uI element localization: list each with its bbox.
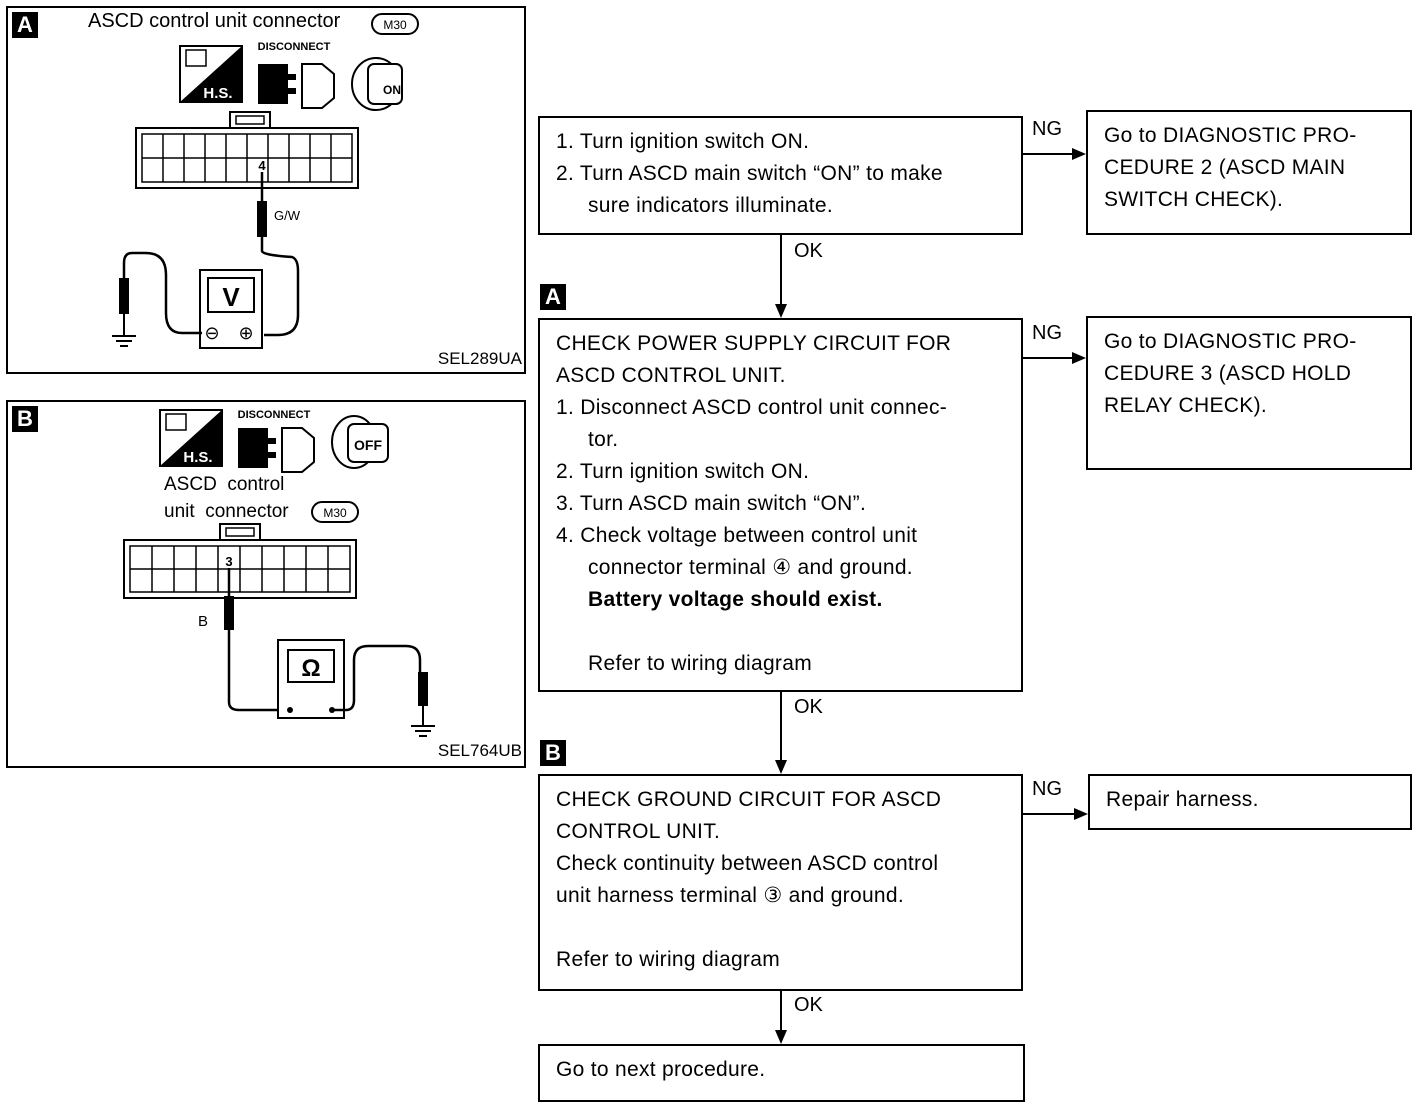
step-3-line-1: CHECK GROUND CIRCUIT FOR ASCD: [556, 788, 942, 811]
ohmmeter-icon: [277, 639, 345, 719]
ground-icon: [411, 725, 435, 737]
ng-label-3: NG: [1032, 778, 1062, 800]
arrow-down-icon: [775, 760, 787, 774]
connector-badge-text: M30: [323, 506, 347, 520]
step-2-line-4: tor.: [588, 428, 619, 451]
arrow-down-icon: [775, 304, 787, 318]
step-3-line-4: unit harness terminal ③ and ground.: [556, 884, 905, 907]
panel-b-title-line2: unit connector: [164, 501, 289, 522]
ng-result-2-line-1: Go to DIAGNOSTIC PRO-: [1104, 330, 1357, 353]
terminal-label: 4: [258, 158, 266, 173]
negative-terminal: ⊖: [204, 323, 219, 343]
key-label: ON: [383, 83, 401, 97]
hs-label: H.S.: [183, 449, 212, 466]
step-3-line-2: CONTROL UNIT.: [556, 820, 721, 843]
probe-icon: [224, 596, 234, 630]
flow-tag-a: A: [540, 284, 566, 310]
connector-icon: [135, 111, 359, 189]
step-1-line-2: 2. Turn ASCD main switch “ON” to make: [556, 162, 943, 185]
disconnect-label: DISCONNECT: [238, 409, 311, 421]
panel-b-title-line1: ASCD control: [164, 474, 284, 495]
panel-b-tag: B: [12, 406, 38, 432]
ng-label-2: NG: [1032, 322, 1062, 344]
hs-label: H.S.: [203, 85, 232, 102]
ng-label-1: NG: [1032, 118, 1062, 140]
step-1-line-3: sure indicators illuminate.: [588, 194, 834, 217]
ground-probe-icon: [418, 672, 428, 706]
step-2-line-8: connector terminal ④ and ground.: [588, 556, 913, 579]
step-2-line-2: ASCD CONTROL UNIT.: [556, 364, 786, 387]
flow-tag-b: B: [540, 740, 566, 766]
step-2-line-1: CHECK POWER SUPPLY CIRCUIT FOR: [556, 332, 952, 355]
panel-a-title: ASCD control unit connector: [88, 10, 341, 32]
step-2-line-3: 1. Disconnect ASCD control unit connec-: [556, 396, 948, 419]
step-2-box: CHECK POWER SUPPLY CIRCUIT FOR ASCD CONT…: [538, 318, 1023, 692]
arrow-right-icon: [1074, 808, 1088, 820]
step-2-line-11: Refer to wiring diagram: [588, 652, 812, 675]
ng-result-3-box: Repair harness.: [1088, 774, 1412, 830]
ground-probe-icon: [119, 278, 129, 314]
panel-a-tag: A: [12, 12, 38, 38]
step-3-line-3: Check continuity between ASCD control: [556, 852, 939, 875]
ok-label-2: OK: [794, 696, 823, 718]
connector-badge-text: M30: [383, 18, 407, 32]
ref-code: SEL764UB: [438, 741, 522, 760]
step-3-box: CHECK GROUND CIRCUIT FOR ASCD CONTROL UN…: [538, 774, 1023, 991]
step-2-line-10: [556, 616, 1005, 648]
step-1-box: 1. Turn ignition switch ON. 2. Turn ASCD…: [538, 116, 1023, 235]
ng-result-1-line-3: SWITCH CHECK).: [1104, 188, 1284, 211]
ohmmeter-symbol: Ω: [301, 655, 320, 682]
ng-result-1-line-1: Go to DIAGNOSTIC PRO-: [1104, 124, 1357, 147]
step-2-line-6: 3. Turn ASCD main switch “ON”.: [556, 492, 867, 515]
arrow-right-icon: [1072, 148, 1086, 160]
arrow-down-icon: [775, 1030, 787, 1044]
panel-a-diagram: M30 H.S. DISCONNECT ON 4 G/W: [112, 13, 523, 368]
step-1-line-1: 1. Turn ignition switch ON.: [556, 130, 810, 153]
hs-icon: [179, 45, 243, 103]
connector-badge-icon: [311, 501, 359, 523]
key-label: OFF: [354, 437, 382, 453]
arrow-right-icon: [1072, 352, 1086, 364]
panel-a-figure: A ASCD control unit connector M30 H.S. D…: [6, 6, 526, 374]
final-step-box: Go to next procedure.: [538, 1044, 1025, 1102]
ng-result-1-line-2: CEDURE 2 (ASCD MAIN: [1104, 156, 1346, 179]
step-3-line-5: [556, 912, 1005, 944]
step-2-line-5: 2. Turn ignition switch ON.: [556, 460, 810, 483]
voltmeter-symbol: V: [222, 282, 240, 312]
final-step-text: Go to next procedure.: [556, 1058, 766, 1081]
wire-color-label: B: [198, 613, 208, 630]
ng-result-3-line-1: Repair harness.: [1106, 788, 1259, 811]
voltmeter-icon: [199, 269, 263, 349]
probe-icon: [257, 201, 267, 237]
step-3-line-6: Refer to wiring diagram: [556, 948, 780, 971]
ng-result-2-line-2: CEDURE 3 (ASCD HOLD: [1104, 362, 1352, 385]
step-2-line-7: 4. Check voltage between control unit: [556, 524, 918, 547]
ok-label-3: OK: [794, 994, 823, 1016]
wire-color-label: G/W: [274, 208, 301, 223]
panel-b-diagram: H.S. DISCONNECT OFF ASCD control unit co…: [123, 409, 522, 760]
hs-icon: [159, 409, 223, 467]
connector-icon: [123, 523, 357, 599]
step-2-line-9: Battery voltage should exist.: [588, 588, 883, 611]
panel-b-figure: B H.S. DISCONNECT OFF ASCD control unit …: [6, 400, 526, 768]
ng-result-2-line-3: RELAY CHECK).: [1104, 394, 1267, 417]
ignition-key-on-icon: [351, 57, 403, 111]
disconnect-icon: [238, 427, 315, 473]
ref-code: SEL289UA: [438, 349, 523, 368]
ground-icon: [112, 335, 136, 347]
disconnect-icon: [258, 63, 335, 109]
terminal-label: 3: [225, 554, 232, 569]
ignition-key-off-icon: [331, 415, 389, 469]
ok-label-1: OK: [794, 240, 823, 262]
ng-result-2-box: Go to DIAGNOSTIC PRO- CEDURE 3 (ASCD HOL…: [1086, 316, 1412, 470]
ng-result-1-box: Go to DIAGNOSTIC PRO- CEDURE 2 (ASCD MAI…: [1086, 110, 1412, 235]
disconnect-label: DISCONNECT: [258, 41, 331, 53]
connector-badge-icon: [371, 13, 419, 35]
positive-terminal: ⊕: [238, 323, 253, 343]
